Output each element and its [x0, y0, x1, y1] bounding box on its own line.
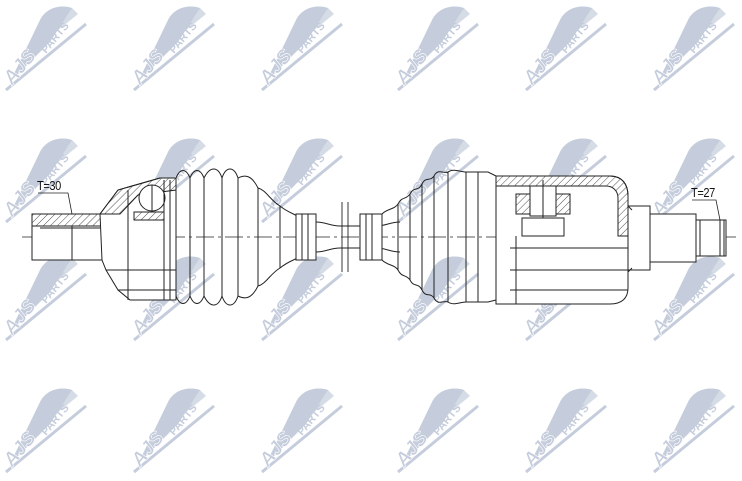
left-boot [175, 168, 317, 306]
right-leader-line [692, 199, 721, 221]
right-spline-teeth-label: T=27 [691, 185, 715, 200]
left-leader-line [38, 192, 73, 215]
left-spline-stub [31, 213, 103, 261]
left-outer-cv-joint [99, 177, 177, 301]
drive-shaft-bar [315, 202, 401, 272]
right-boot [359, 169, 497, 305]
left-spline-teeth-label: T=30 [37, 178, 61, 193]
right-inner-tripod-joint [495, 175, 629, 305]
right-spline-stub [627, 205, 727, 273]
